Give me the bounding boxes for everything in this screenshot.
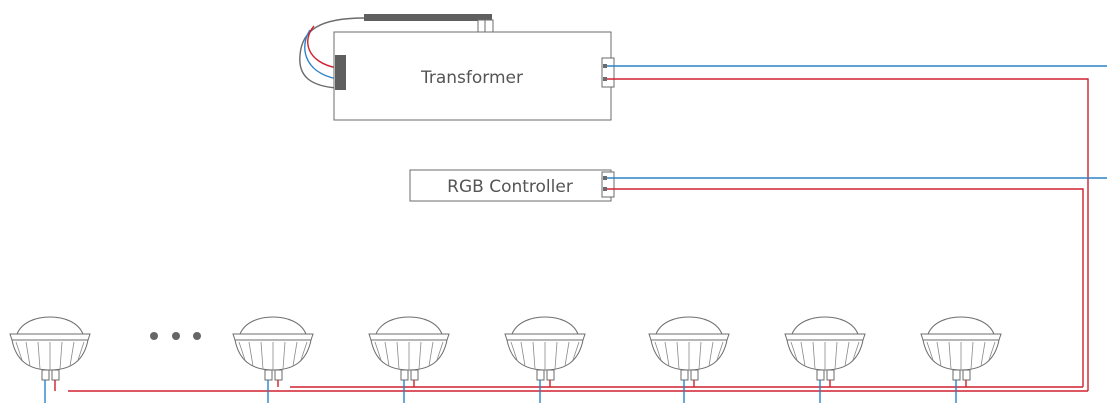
lamp-terminal bbox=[962, 369, 971, 381]
lamp-terminal bbox=[826, 369, 835, 381]
lamp bbox=[648, 316, 730, 403]
lamp-dome bbox=[511, 316, 579, 335]
lamp-terminal bbox=[690, 369, 699, 381]
lamp-dome bbox=[375, 316, 443, 335]
lamp-dome bbox=[791, 316, 859, 335]
lamp bbox=[368, 316, 450, 403]
controller-output-terminal bbox=[601, 171, 615, 198]
lamp-rim bbox=[368, 333, 450, 341]
lamp-dome bbox=[927, 316, 995, 335]
lamp-terminal bbox=[816, 369, 825, 381]
lamp-terminal bbox=[546, 369, 555, 381]
lamp-terminal bbox=[536, 369, 545, 381]
transformer: Transformer bbox=[333, 31, 615, 121]
lamp-rim bbox=[648, 333, 730, 341]
lamp-terminal bbox=[274, 369, 283, 381]
lamp bbox=[232, 316, 314, 403]
cord-lead-blue bbox=[304, 29, 338, 80]
lamp-rim bbox=[9, 333, 91, 341]
supply-wires bbox=[68, 65, 1107, 392]
cord-lead-red bbox=[307, 25, 338, 69]
lamp-rim bbox=[784, 333, 866, 341]
lamp bbox=[504, 316, 586, 403]
lamp-terminal bbox=[41, 369, 50, 381]
lamp-terminal bbox=[51, 369, 60, 381]
power-cord-bar bbox=[364, 14, 492, 21]
lamp-terminal bbox=[264, 369, 273, 381]
lamp-dome bbox=[239, 316, 307, 335]
lamp-terminal bbox=[410, 369, 419, 381]
transformer-output-terminal bbox=[601, 57, 615, 88]
lamp bbox=[9, 316, 91, 403]
transformer-box bbox=[333, 31, 612, 121]
pool-lamps bbox=[9, 316, 1002, 403]
controller-red-wire bbox=[607, 188, 1084, 387]
power-cord bbox=[299, 14, 494, 89]
transformer-label: Transformer bbox=[420, 68, 523, 88]
transformer-red-wire bbox=[607, 78, 1089, 391]
lamp-dome bbox=[655, 316, 723, 335]
lamp bbox=[784, 316, 866, 403]
controller-box bbox=[409, 169, 612, 202]
lamp-rim bbox=[232, 333, 314, 341]
transformer-input-terminal bbox=[335, 55, 346, 90]
lamp-terminal bbox=[400, 369, 409, 381]
lamp-terminal bbox=[952, 369, 961, 381]
lamp-rim bbox=[920, 333, 1002, 341]
rgb-controller: RGB Controller bbox=[409, 169, 615, 202]
lamp-terminal bbox=[680, 369, 689, 381]
ellipsis-dots bbox=[150, 332, 201, 340]
controller-label: RGB Controller bbox=[447, 177, 573, 197]
lamp bbox=[920, 316, 1002, 403]
lamp-dome bbox=[16, 316, 84, 335]
cord-lead-grey bbox=[299, 17, 365, 89]
lamp-rim bbox=[504, 333, 586, 341]
